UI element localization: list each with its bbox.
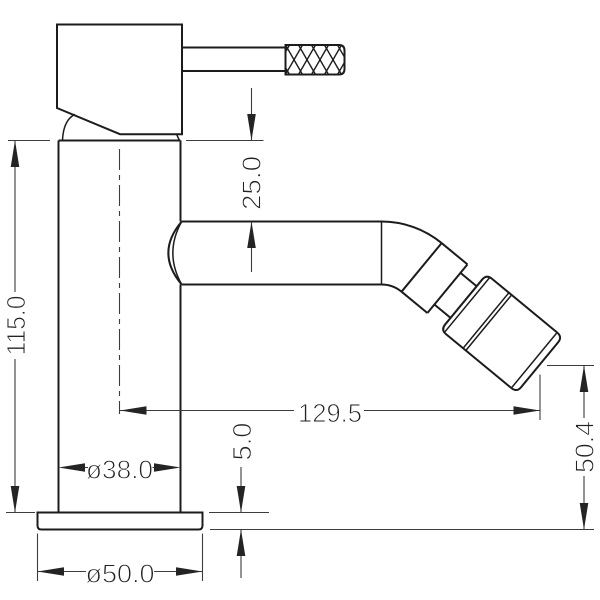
- dim-base-diameter-arrowhead: [176, 567, 203, 576]
- dim-base-diameter-arrowhead: [37, 567, 64, 576]
- elbow-inner-arc: [381, 283, 403, 293]
- dim-body-diameter-arrowhead: [58, 463, 85, 472]
- aerator-back-ring-line: [444, 277, 491, 333]
- dim-outlet-height-label: 50.4: [570, 421, 600, 473]
- faucet-geometry: [36, 23, 562, 531]
- dim-body-height: 115.0: [1, 139, 50, 514]
- dim-spout-reach-label: 129.5: [298, 398, 362, 428]
- neck-bottom-edge: [433, 303, 452, 319]
- dim-body-height-arrowhead: [10, 140, 20, 167]
- aerator-mid-ring-line-1: [462, 292, 510, 349]
- elbow-outer-arc: [381, 220, 443, 244]
- dim-body-diameter-label: ø38.0: [86, 455, 153, 485]
- dim-spout-top-offset: 25.0: [186, 88, 267, 272]
- dim-spout-top-offset-arrowhead: [247, 221, 256, 248]
- elbow-sleeve-top-edge: [440, 242, 469, 266]
- dim-body-height-label: 115.0: [1, 296, 31, 356]
- handle-joint-arc: [61, 113, 76, 141]
- aerator-head-outline: [442, 275, 562, 392]
- spout-root-outer-arc: [167, 220, 183, 286]
- spout-root-inner-arc: [172, 221, 183, 285]
- dim-base-diameter: ø50.0: [36, 533, 204, 589]
- aerator-mid-ring-line-2: [465, 294, 513, 351]
- dim-spout-top-offset-arrowhead: [247, 114, 256, 141]
- dim-body-diameter-arrowhead: [154, 463, 181, 472]
- dim-outlet-height-arrowhead: [579, 365, 589, 392]
- elbow-sleeve-bottom-edge: [400, 290, 429, 314]
- dim-spout-reach-arrowhead: [120, 406, 147, 415]
- dim-outlet-height-arrowhead: [579, 503, 589, 530]
- base-flange-outline: [36, 511, 204, 531]
- dim-base-thickness-arrowhead: [236, 529, 246, 556]
- dim-spout-reach: 129.5: [120, 374, 541, 428]
- handle-cap-skirt-tick: [175, 133, 181, 141]
- dim-base-thickness-label: 5.0: [227, 423, 257, 461]
- neck-top-edge: [459, 272, 478, 288]
- dim-spout-top-offset-label: 25.0: [237, 156, 267, 210]
- elbow-end-seam: [400, 242, 443, 293]
- dimension-annotations: 115.0 25.0 ø38.0 129.5 50.4: [1, 88, 600, 589]
- handle-cap-outline: [56, 23, 183, 136]
- dim-base-thickness: 5.0: [209, 422, 269, 578]
- dim-outlet-height: 50.4: [210, 364, 600, 531]
- dim-body-height-arrowhead: [10, 486, 20, 513]
- dim-spout-reach-arrowhead: [513, 406, 540, 415]
- dim-base-diameter-label: ø50.0: [86, 559, 155, 589]
- dim-base-thickness-arrowhead: [236, 486, 246, 513]
- dim-body-diameter: ø38.0: [58, 454, 181, 485]
- knurl-hatch-pattern: [285, 45, 345, 75]
- aerator-face-ring-line: [511, 332, 558, 388]
